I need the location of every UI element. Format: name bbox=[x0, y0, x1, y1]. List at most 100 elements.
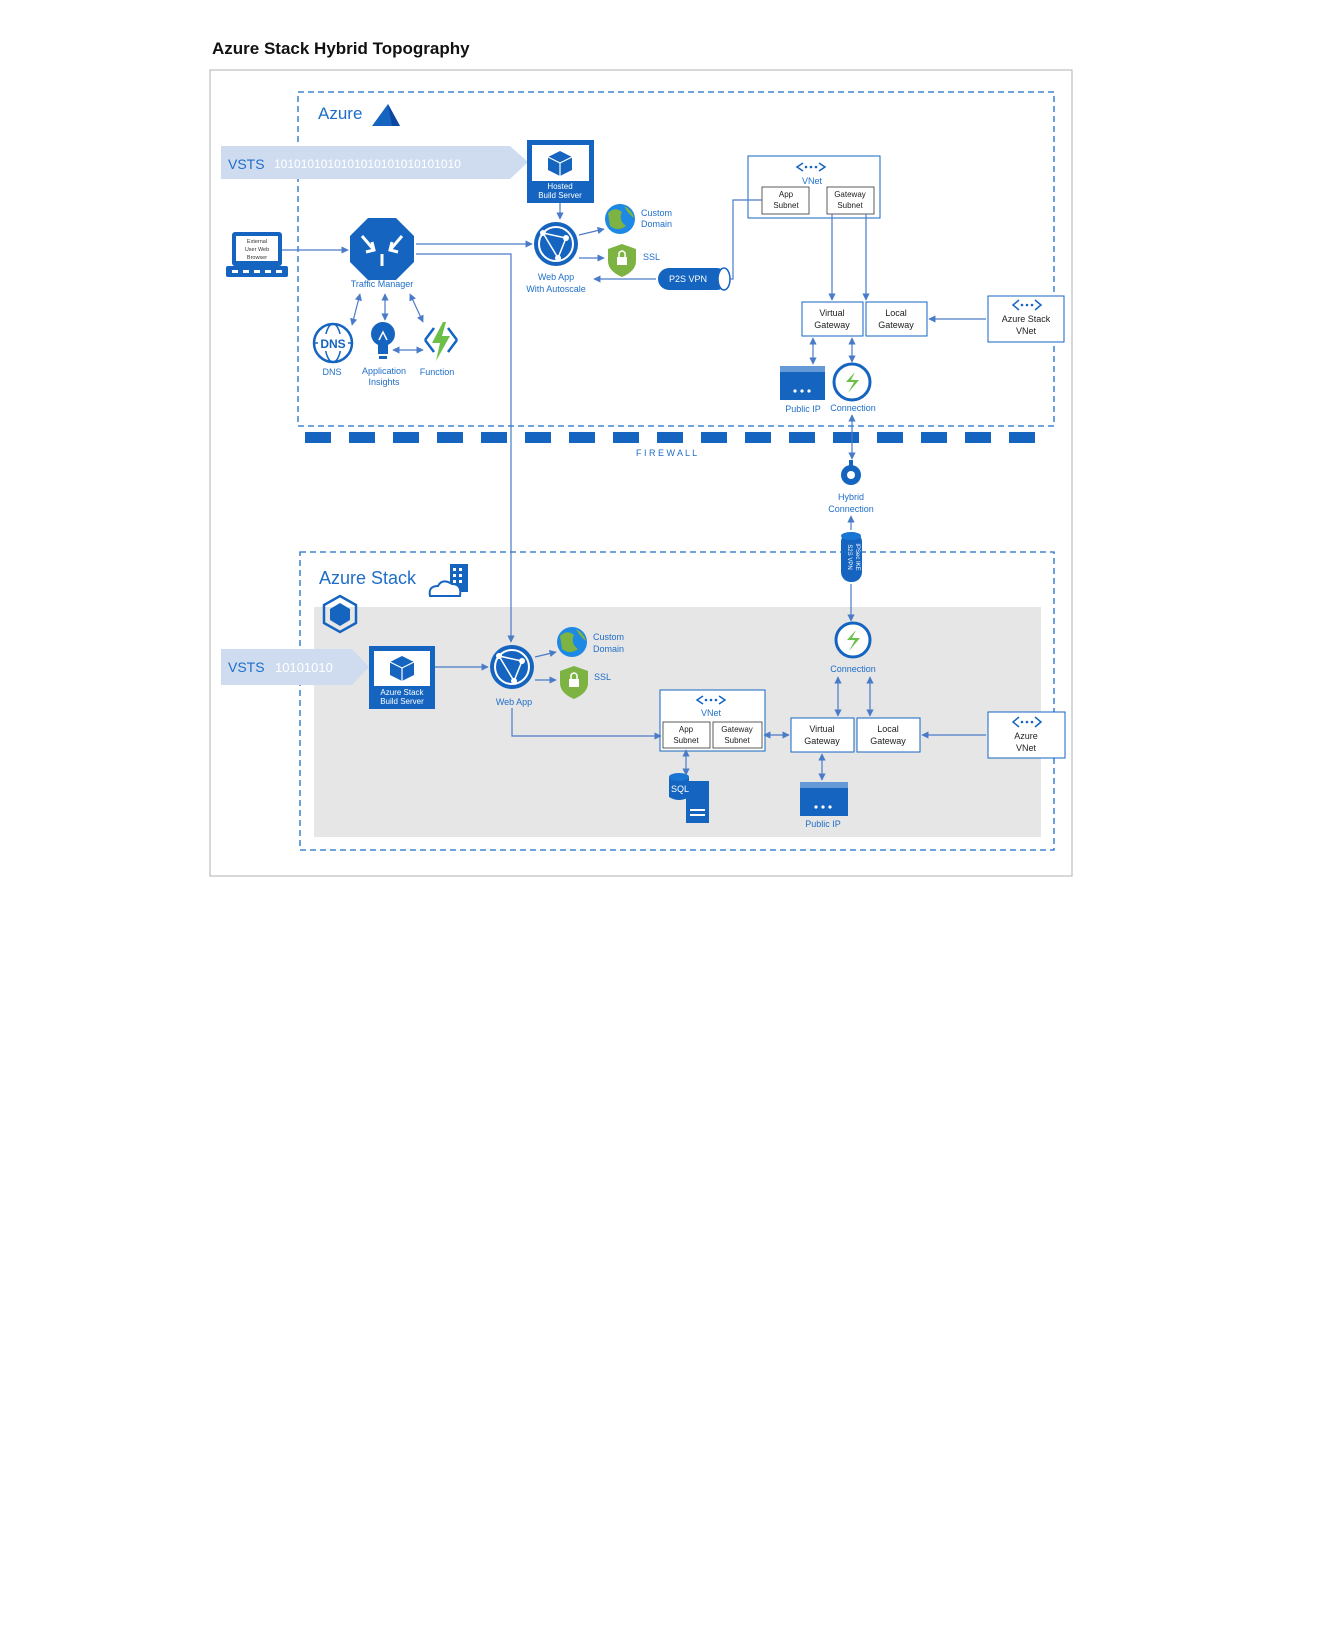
local-gateway-stack-line2: Gateway bbox=[870, 736, 906, 746]
gateway-subnet-stack-line1: Gateway bbox=[721, 725, 753, 734]
connection-stack[interactable]: Connection bbox=[830, 621, 876, 674]
gateway-subnet-stack[interactable]: Gateway Subnet bbox=[712, 721, 763, 749]
p2s-vpn[interactable]: P2S VPN bbox=[658, 267, 731, 291]
ssl-stack-label: SSL bbox=[594, 672, 611, 682]
insights-line1: Application bbox=[362, 366, 406, 376]
s2s-vpn[interactable]: S2S VPN IPSec IKE bbox=[841, 532, 862, 582]
web-app-stack-label: Web App bbox=[496, 697, 532, 707]
bolt-icon bbox=[432, 322, 450, 361]
ssl-azure[interactable]: SSL bbox=[608, 244, 660, 277]
public-ip-stack[interactable]: Public IP bbox=[800, 782, 848, 829]
gateway-subnet-stack-line2: Subnet bbox=[724, 736, 750, 745]
vsts-pipeline-stack: VSTS 10101010 bbox=[221, 649, 369, 685]
stack-build-line2: Build Server bbox=[380, 697, 424, 706]
application-insights[interactable]: Application Insights bbox=[362, 322, 406, 387]
hybrid-connection[interactable]: Hybrid Connection bbox=[828, 460, 874, 514]
gateway-subnet-azure-line2: Subnet bbox=[837, 201, 863, 210]
azure-stack-logo-icon bbox=[428, 564, 468, 597]
stack-label: Azure Stack bbox=[319, 568, 417, 588]
azure-function[interactable]: Function bbox=[420, 322, 458, 377]
server-icon bbox=[686, 781, 709, 823]
custom-domain-stack-line2: Domain bbox=[593, 644, 624, 654]
dns-service[interactable]: DNS DNS bbox=[312, 322, 354, 377]
local-gateway-azure[interactable]: Local Gateway bbox=[865, 301, 928, 337]
azure-vnet-line1: Azure bbox=[1014, 731, 1038, 741]
firewall-barrier bbox=[305, 432, 1035, 443]
app-subnet-azure-line1: App bbox=[779, 190, 794, 199]
lightbulb-icon bbox=[371, 322, 395, 359]
azure-stack-vnet-line2: VNet bbox=[1016, 326, 1037, 336]
custom-domain-azure[interactable]: Custom Domain bbox=[605, 204, 672, 234]
stack-build-line1: Azure Stack bbox=[380, 688, 424, 697]
sql-database[interactable]: SQL bbox=[669, 773, 709, 823]
ssl-stack[interactable]: SSL bbox=[560, 666, 611, 699]
vsts-bits-azure: 1010101010101010101010101010 bbox=[274, 157, 461, 171]
connectors bbox=[282, 199, 986, 781]
vnet-icon bbox=[795, 162, 827, 172]
diagram-frame bbox=[209, 69, 1073, 877]
azure-logo-icon bbox=[372, 104, 400, 126]
connection-azure[interactable]: Connection bbox=[830, 362, 876, 413]
firewall-label: F I R E W A L L bbox=[636, 448, 697, 458]
app-subnet-azure-line2: Subnet bbox=[773, 201, 799, 210]
insights-line2: Insights bbox=[368, 377, 400, 387]
virtual-gateway-azure[interactable]: Virtual Gateway bbox=[801, 301, 864, 337]
web-app-azure-line1: Web App bbox=[538, 272, 574, 282]
virtual-gateway-azure-line1: Virtual bbox=[819, 308, 844, 318]
custom-domain-azure-line2: Domain bbox=[641, 219, 672, 229]
app-subnet-stack[interactable]: App Subnet bbox=[662, 721, 711, 749]
connection-bolt-icon bbox=[847, 630, 860, 651]
virtual-gateway-stack-line2: Gateway bbox=[804, 736, 840, 746]
local-gateway-azure-line2: Gateway bbox=[878, 320, 914, 330]
web-app-stack[interactable]: Web App bbox=[490, 645, 534, 707]
vsts-bits-stack: 10101010 bbox=[275, 660, 333, 675]
gateway-subnet-azure[interactable]: Gateway Subnet bbox=[826, 186, 875, 215]
gateway-subnet-azure-line1: Gateway bbox=[834, 190, 866, 199]
traffic-manager[interactable]: Traffic Manager bbox=[350, 218, 414, 289]
connection-bolt-icon bbox=[846, 372, 859, 393]
azure-stack-vnet[interactable]: Azure Stack VNet bbox=[987, 295, 1065, 343]
hosted-build-line1: Hosted bbox=[547, 182, 572, 191]
stack-build-server[interactable]: Azure Stack Build Server bbox=[369, 646, 435, 709]
vsts-pipeline-azure: VSTS 1010101010101010101010101010 bbox=[221, 146, 528, 179]
hosted-build-line2: Build Server bbox=[538, 191, 582, 200]
external-browser[interactable]: External User Web Browser bbox=[226, 232, 288, 277]
hosted-build-server[interactable]: Hosted Build Server bbox=[527, 140, 594, 203]
local-gateway-azure-line1: Local bbox=[885, 308, 907, 318]
browser-line3: Browser bbox=[247, 255, 267, 261]
azure-region bbox=[297, 91, 1055, 427]
vsts-label-stack: VSTS bbox=[228, 659, 265, 675]
page-title: Azure Stack Hybrid Topography bbox=[212, 39, 470, 58]
hybrid-connection-line1: Hybrid bbox=[838, 492, 864, 502]
connection-azure-label: Connection bbox=[830, 403, 876, 413]
virtual-gateway-stack[interactable]: Virtual Gateway bbox=[790, 717, 855, 753]
resource-group-icon bbox=[322, 594, 358, 634]
hybrid-connection-line2: Connection bbox=[828, 504, 874, 514]
azure-stack-vnet-line1: Azure Stack bbox=[1002, 314, 1051, 324]
public-ip-azure-label: Public IP bbox=[785, 404, 821, 414]
traffic-manager-label: Traffic Manager bbox=[351, 279, 414, 289]
app-subnet-azure[interactable]: App Subnet bbox=[761, 186, 810, 215]
vnet-icon bbox=[1011, 716, 1043, 728]
custom-domain-stack[interactable]: Custom Domain bbox=[557, 627, 624, 657]
azure-vnet[interactable]: Azure VNet bbox=[987, 711, 1066, 759]
custom-domain-stack-line1: Custom bbox=[593, 632, 624, 642]
local-gateway-stack[interactable]: Local Gateway bbox=[856, 717, 921, 753]
ipsec-label: IPSec IKE bbox=[854, 543, 860, 570]
dns-badge: DNS bbox=[320, 337, 345, 351]
web-app-azure[interactable]: Web App With Autoscale bbox=[526, 222, 586, 294]
stack-region bbox=[299, 551, 1055, 851]
cube-icon bbox=[389, 656, 415, 681]
public-ip-azure[interactable]: Public IP bbox=[780, 366, 825, 414]
browser-line2: User Web bbox=[245, 247, 269, 253]
connection-stack-label: Connection bbox=[830, 664, 876, 674]
browser-line1: External bbox=[247, 239, 267, 245]
p2s-vpn-label: P2S VPN bbox=[669, 274, 707, 284]
app-subnet-stack-line1: App bbox=[679, 725, 694, 734]
function-label: Function bbox=[420, 367, 455, 377]
vnet-azure-label: VNet bbox=[802, 176, 823, 186]
virtual-gateway-azure-line2: Gateway bbox=[814, 320, 850, 330]
local-gateway-stack-line1: Local bbox=[877, 724, 899, 734]
vnet-stack-label: VNet bbox=[701, 708, 722, 718]
